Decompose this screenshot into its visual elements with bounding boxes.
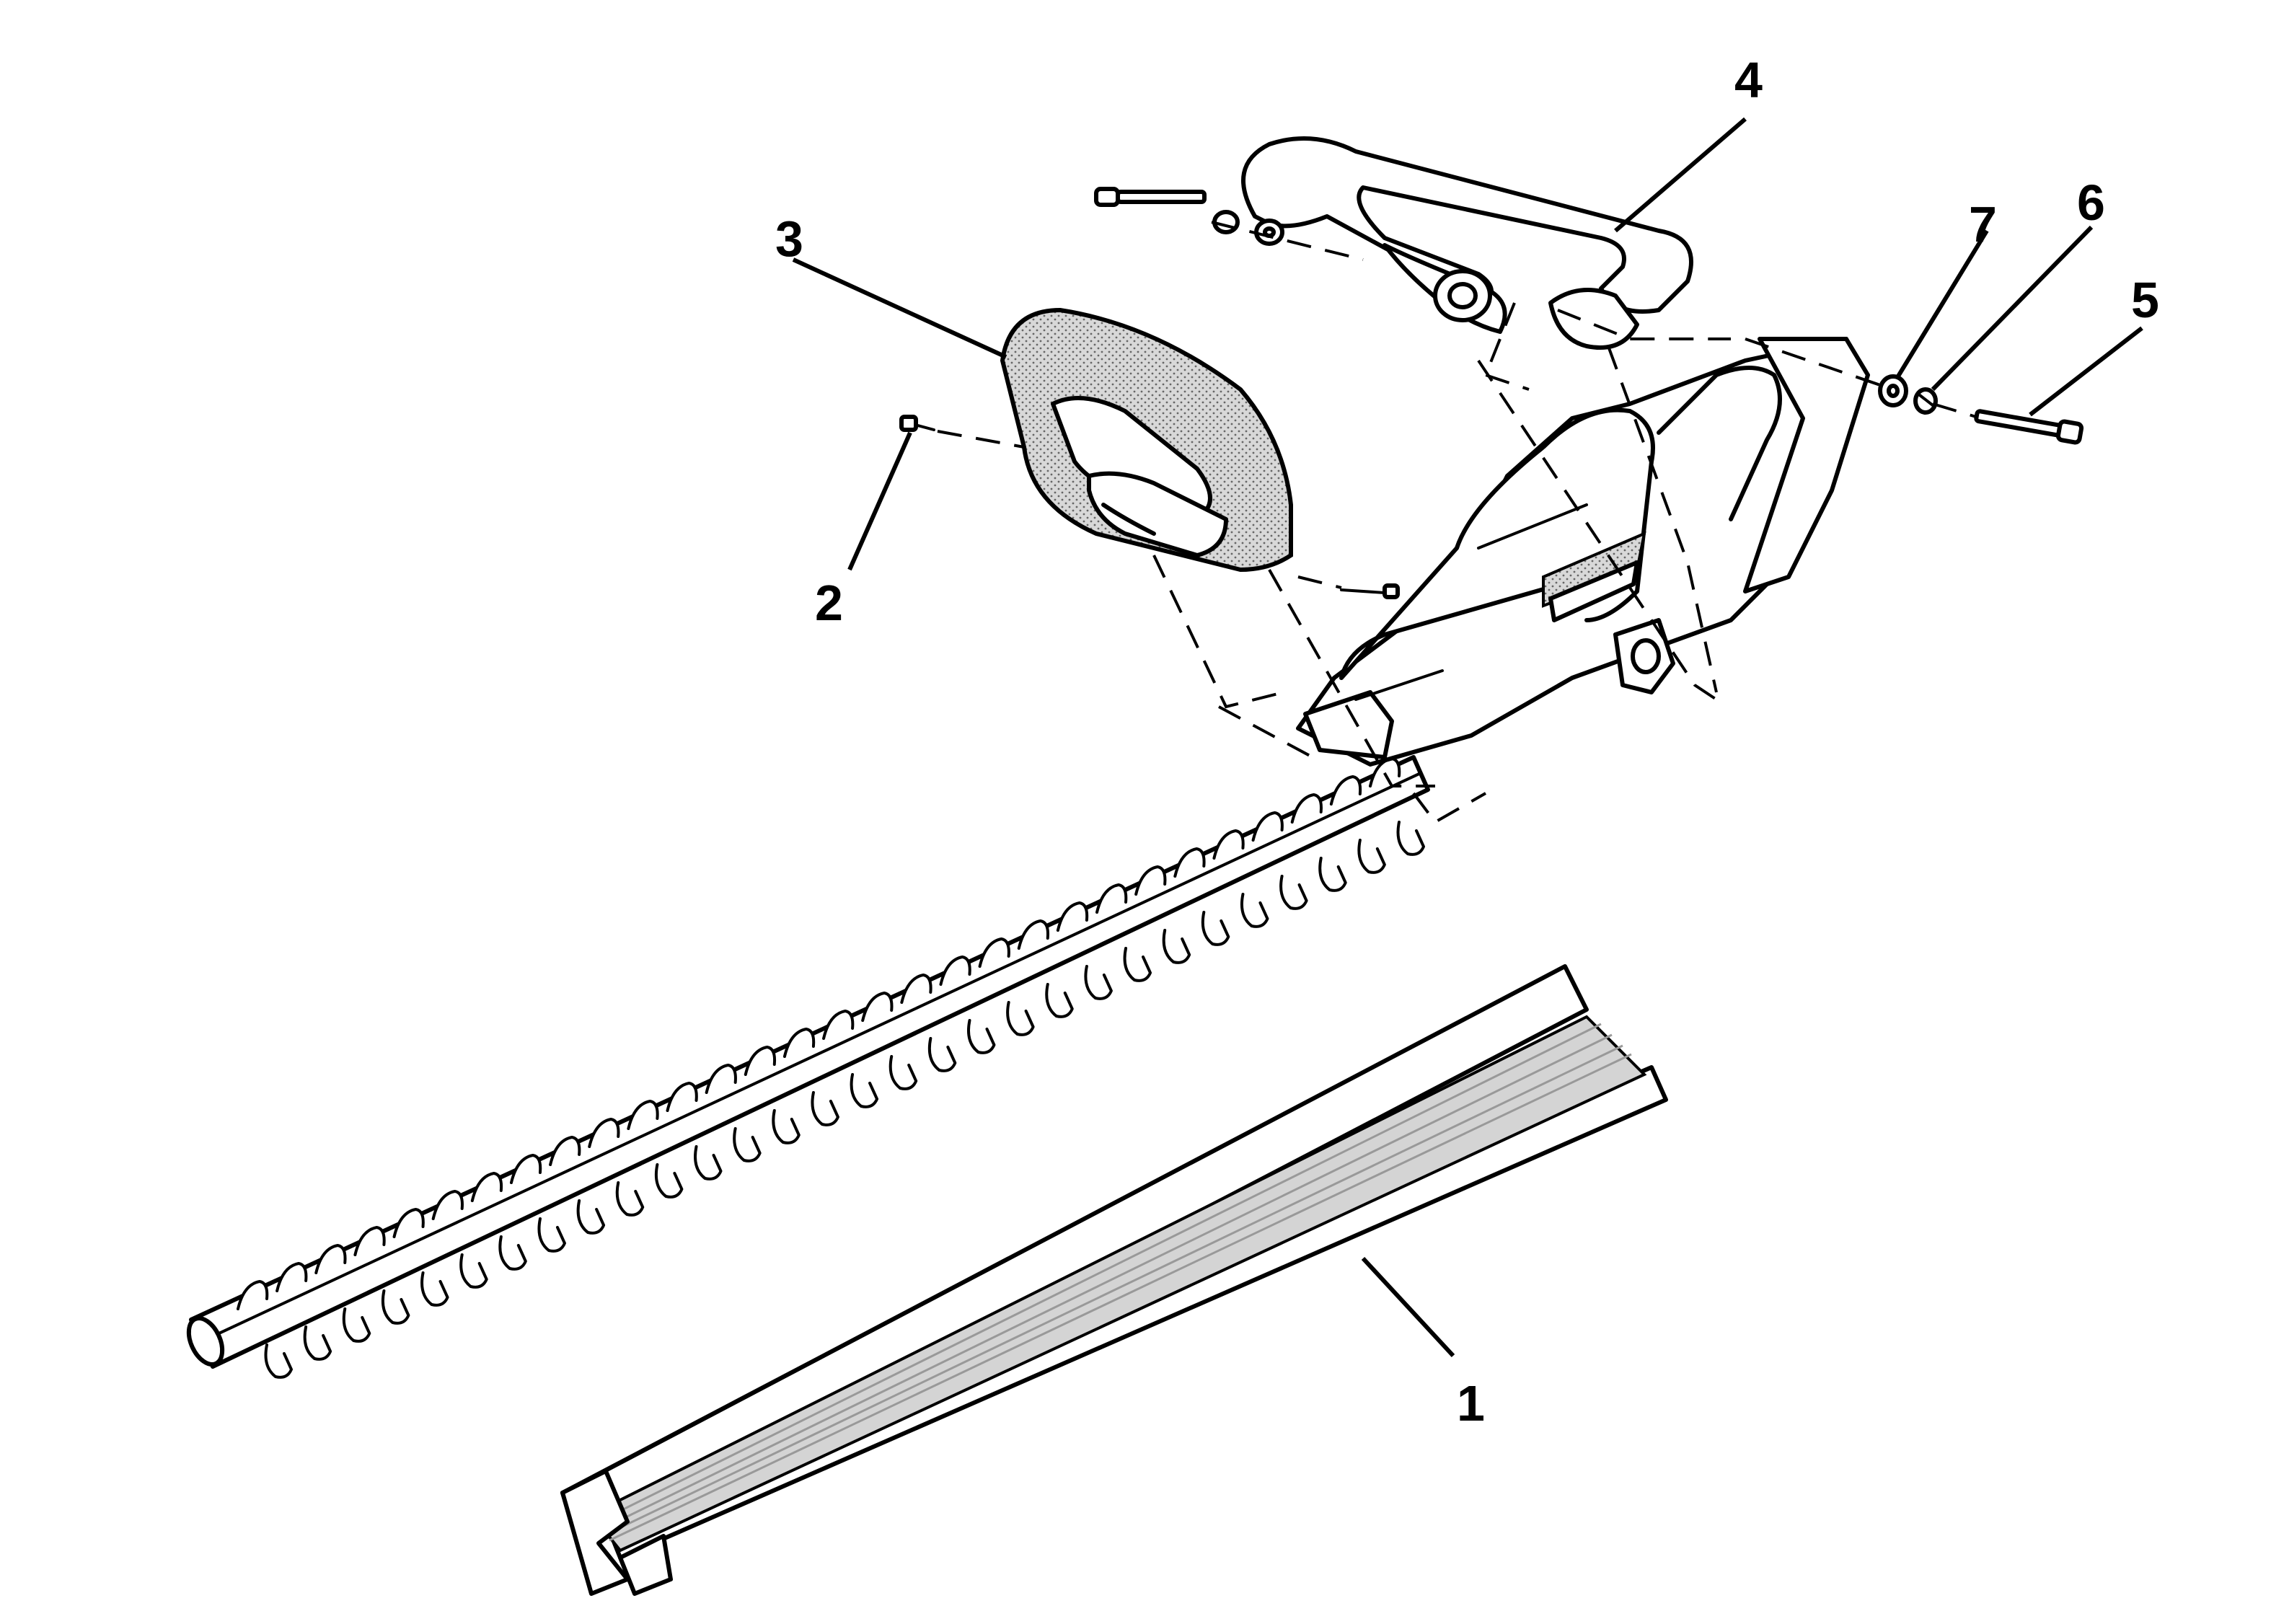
blade-tooth <box>1279 875 1308 910</box>
blade-tooth <box>939 956 971 986</box>
callout-4: 4 <box>1734 52 1763 108</box>
blade-tooth <box>353 1226 386 1256</box>
blade-tooth <box>381 1289 410 1325</box>
blade-tooth <box>498 1235 527 1271</box>
blade-tooth <box>900 974 932 1004</box>
blade-tooth <box>470 1172 503 1202</box>
blade-tooth <box>744 1046 777 1076</box>
blade-tooth <box>705 1064 737 1094</box>
blade-tooth <box>1095 883 1128 914</box>
blade-tooth <box>264 1343 293 1379</box>
blade-tooth <box>888 1055 918 1090</box>
blade-tooth <box>850 1073 879 1108</box>
blade-tooth <box>1123 947 1152 982</box>
front-handle <box>1241 136 1693 350</box>
blade-tooth <box>861 992 894 1022</box>
blade-tooth <box>1006 1001 1035 1036</box>
blade-tooth <box>1329 775 1362 806</box>
handle-bolt-right <box>1974 409 2084 445</box>
blade-tooth <box>694 1145 723 1181</box>
blade-tooth <box>509 1154 542 1184</box>
blade-tooth <box>1396 821 1425 856</box>
blade-tooth <box>1017 919 1050 950</box>
callout-3: 3 <box>775 211 803 267</box>
blade-tooth <box>733 1127 762 1162</box>
cutting-blade <box>186 755 1430 1379</box>
blade-tooth <box>1212 829 1245 860</box>
callout-6: 6 <box>2077 175 2105 231</box>
motor-housing <box>1296 337 1870 767</box>
blade-tooth <box>1056 901 1089 932</box>
blade-tooth <box>237 1280 269 1310</box>
blade-tooth <box>303 1325 332 1361</box>
blade-tooth <box>1173 847 1206 878</box>
guard-screw-front <box>899 415 935 432</box>
blade-tooth <box>654 1163 684 1199</box>
blade-tooth <box>978 937 1010 968</box>
callout-2: 2 <box>815 575 843 631</box>
blade-guard <box>1000 307 1293 573</box>
blade-tooth <box>537 1217 566 1253</box>
blade-tooth <box>927 1037 957 1072</box>
flat-washer <box>1878 374 1908 407</box>
callout-1: 1 <box>1457 1375 1485 1431</box>
blade-tooth <box>1251 811 1284 842</box>
blade-tooth <box>588 1118 620 1148</box>
blade-tooth <box>1162 929 1191 964</box>
blade-tooth <box>431 1190 464 1220</box>
blade-tooth <box>459 1253 488 1289</box>
blade-tooth <box>1201 911 1230 946</box>
blade-tooth <box>420 1271 449 1307</box>
blade-tooth <box>782 1028 816 1058</box>
blade-tooth <box>275 1262 308 1292</box>
blade-tooth <box>1357 839 1386 874</box>
blade-tooth <box>342 1307 371 1343</box>
blade-tooth <box>966 1019 996 1054</box>
blade-tooth <box>811 1091 839 1126</box>
blade-tooth <box>1290 793 1323 824</box>
blade-tooth <box>314 1244 347 1274</box>
blade-tooth <box>1045 983 1074 1018</box>
blade-tooth <box>1318 857 1347 892</box>
blade-tooth <box>549 1136 581 1166</box>
blade-tooth <box>576 1199 606 1235</box>
callout-7: 7 <box>1969 196 1997 252</box>
guard-screw-rear <box>1340 583 1400 599</box>
blade-tooth <box>1240 893 1269 928</box>
blade-sheath <box>560 964 1668 1596</box>
callout-5: 5 <box>2131 272 2159 328</box>
assembly-lines <box>937 221 1977 824</box>
lock-washer <box>1913 387 1938 415</box>
blade-tooth <box>666 1082 698 1112</box>
blade-tooth <box>627 1100 659 1130</box>
leader-lines <box>792 117 2143 1358</box>
blade-tooth <box>1084 965 1113 1000</box>
blade-tooth <box>822 1010 855 1040</box>
blade-tooth <box>615 1181 645 1217</box>
blade-tooth <box>772 1109 801 1144</box>
blade-tooth <box>392 1208 425 1238</box>
blade-tooth <box>1134 865 1167 896</box>
